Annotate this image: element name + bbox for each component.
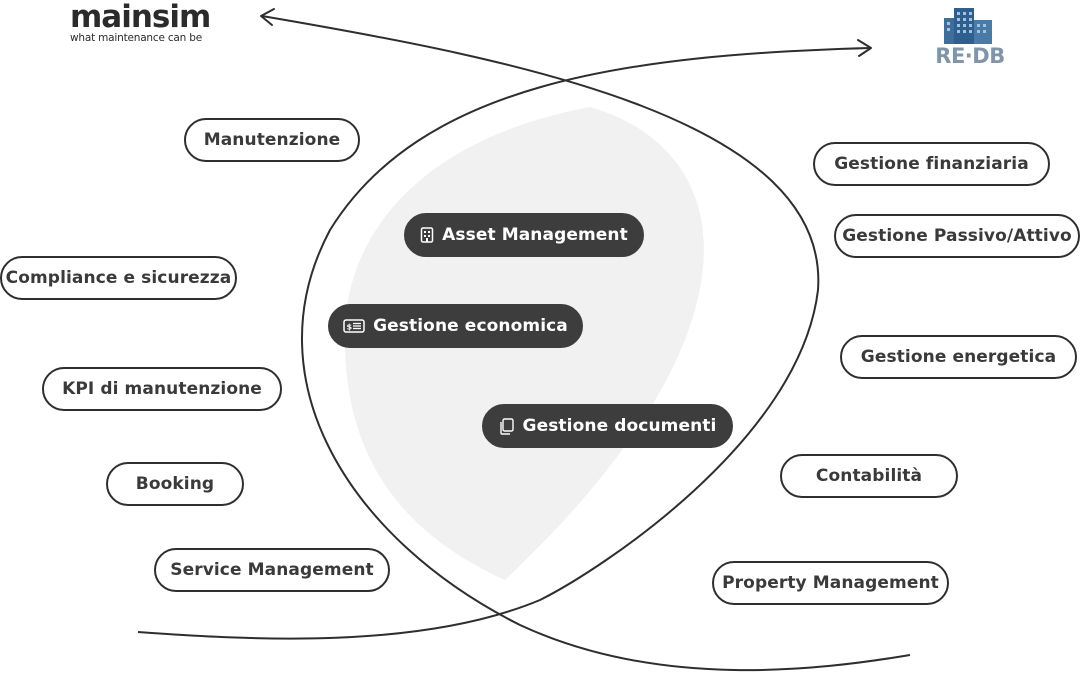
- mainsim-logo: mainsim what maintenance can be: [70, 0, 220, 45]
- redb-logo-name: RE·DB: [935, 44, 1005, 68]
- documents-icon: [499, 417, 515, 435]
- pill-contabilita: Contabilità: [780, 454, 958, 498]
- pill-compliance: Compliance e sicurezza: [0, 256, 237, 300]
- pill-label: Gestione documenti: [522, 416, 717, 436]
- pill-gestione-economica: $ Gestione economica: [328, 304, 583, 348]
- pill-label: Asset Management: [442, 225, 628, 245]
- pill-label: Property Management: [722, 573, 939, 593]
- pill-label: Gestione finanziaria: [834, 154, 1029, 174]
- pill-gestione-documenti: Gestione documenti: [482, 404, 733, 448]
- pill-label: Gestione energetica: [860, 347, 1057, 367]
- pill-label: Service Management: [170, 560, 374, 580]
- pill-label: Gestione economica: [373, 316, 568, 336]
- pill-label: Gestione Passivo/Attivo: [842, 226, 1072, 246]
- pill-booking: Booking: [106, 462, 244, 506]
- svg-text:$: $: [347, 323, 353, 332]
- redb-logo: RE·DB: [922, 4, 1018, 68]
- pill-manutenzione: Manutenzione: [184, 118, 360, 162]
- pill-kpi: KPI di manutenzione: [42, 367, 282, 411]
- building-icon: [420, 227, 434, 243]
- pill-asset-management: Asset Management: [404, 213, 644, 257]
- pill-gestione-energetica: Gestione energetica: [840, 335, 1077, 379]
- invoice-icon: $: [343, 319, 365, 333]
- mainsim-logo-tagline: what maintenance can be: [70, 32, 202, 44]
- pill-property-management: Property Management: [712, 561, 949, 605]
- pill-service-management: Service Management: [154, 548, 390, 592]
- buildings-icon: [944, 8, 992, 44]
- redb-curve: [301, 47, 911, 672]
- pill-label: Booking: [135, 474, 215, 494]
- pill-gestione-passivo-attivo: Gestione Passivo/Attivo: [834, 214, 1080, 258]
- mainsim-curve: [137, 15, 820, 640]
- pill-gestione-finanziaria: Gestione finanziaria: [813, 142, 1050, 186]
- pill-label: Contabilità: [815, 466, 923, 486]
- pill-label: KPI di manutenzione: [62, 379, 262, 399]
- redb-arrowhead: [857, 39, 872, 57]
- mainsim-arrowhead: [260, 8, 275, 26]
- mainsim-logo-name: mainsim: [70, 0, 211, 35]
- pill-label: Manutenzione: [203, 130, 341, 150]
- pill-label: Compliance e sicurezza: [5, 268, 232, 288]
